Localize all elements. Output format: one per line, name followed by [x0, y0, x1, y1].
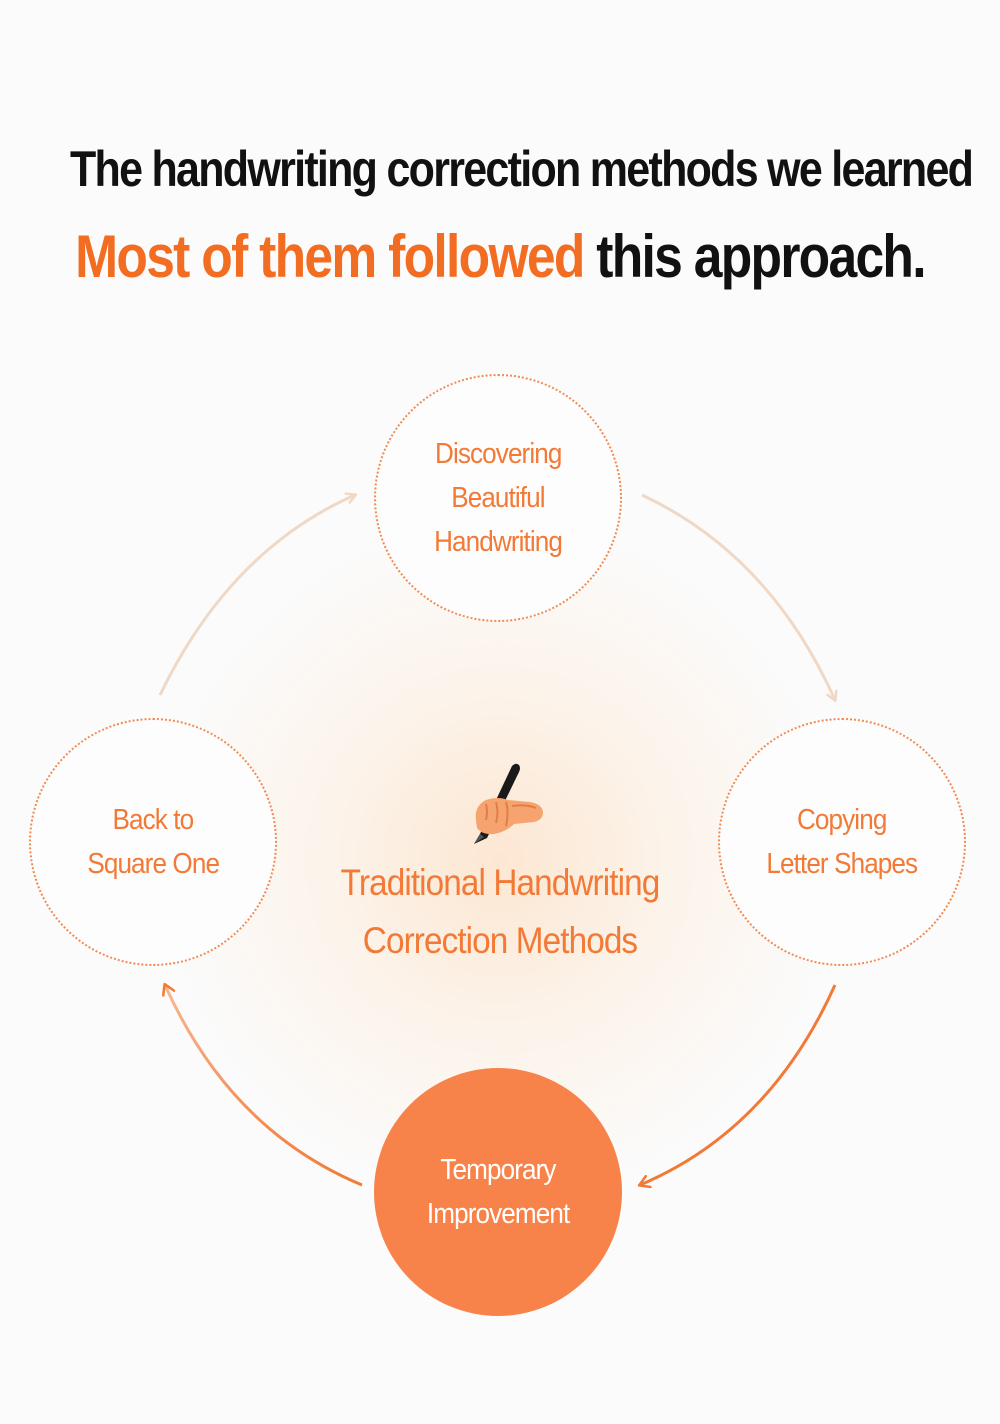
headline-line-1: The handwriting correction methods we le… [70, 141, 974, 197]
center-title-line-1: Traditional Handwriting [340, 862, 661, 903]
node-right-line-2: Letter Shapes [766, 848, 919, 880]
node-right-line-1: Copying [797, 804, 887, 836]
node-top-line-3: Handwriting [434, 526, 563, 558]
arrow-bottom-to-left [165, 985, 363, 1187]
node-discovering-handwriting: Discovering Beautiful Handwriting [374, 374, 622, 622]
node-temporary-improvement: Temporary Improvement [374, 1068, 622, 1316]
arrow-right-to-bottom [640, 984, 837, 1185]
center-title-line-2: Correction Methods [362, 920, 638, 961]
node-left-line-1: Back to [112, 804, 195, 836]
node-back-to-square-one: Back to Square One [29, 718, 277, 966]
arrow-top-to-right [641, 493, 835, 700]
node-top-line-1: Discovering [434, 438, 562, 470]
arrow-left-to-top [158, 495, 355, 696]
center-label: Traditional Handwriting Correction Metho… [250, 760, 750, 966]
writing-hand-icon [474, 763, 543, 844]
node-left-line-2: Square One [87, 848, 220, 880]
node-bottom-line-2: Improvement [426, 1198, 570, 1230]
headline-accent-text: Most of them followed [75, 223, 585, 290]
node-copying-letter-shapes: Copying Letter Shapes [718, 718, 966, 966]
headline-line-2: Most of them followed this approach. [70, 222, 930, 291]
node-top-line-2: Beautiful [451, 482, 545, 514]
node-bottom-line-1: Temporary [440, 1154, 556, 1186]
headline-rest-text: this approach. [583, 223, 926, 290]
